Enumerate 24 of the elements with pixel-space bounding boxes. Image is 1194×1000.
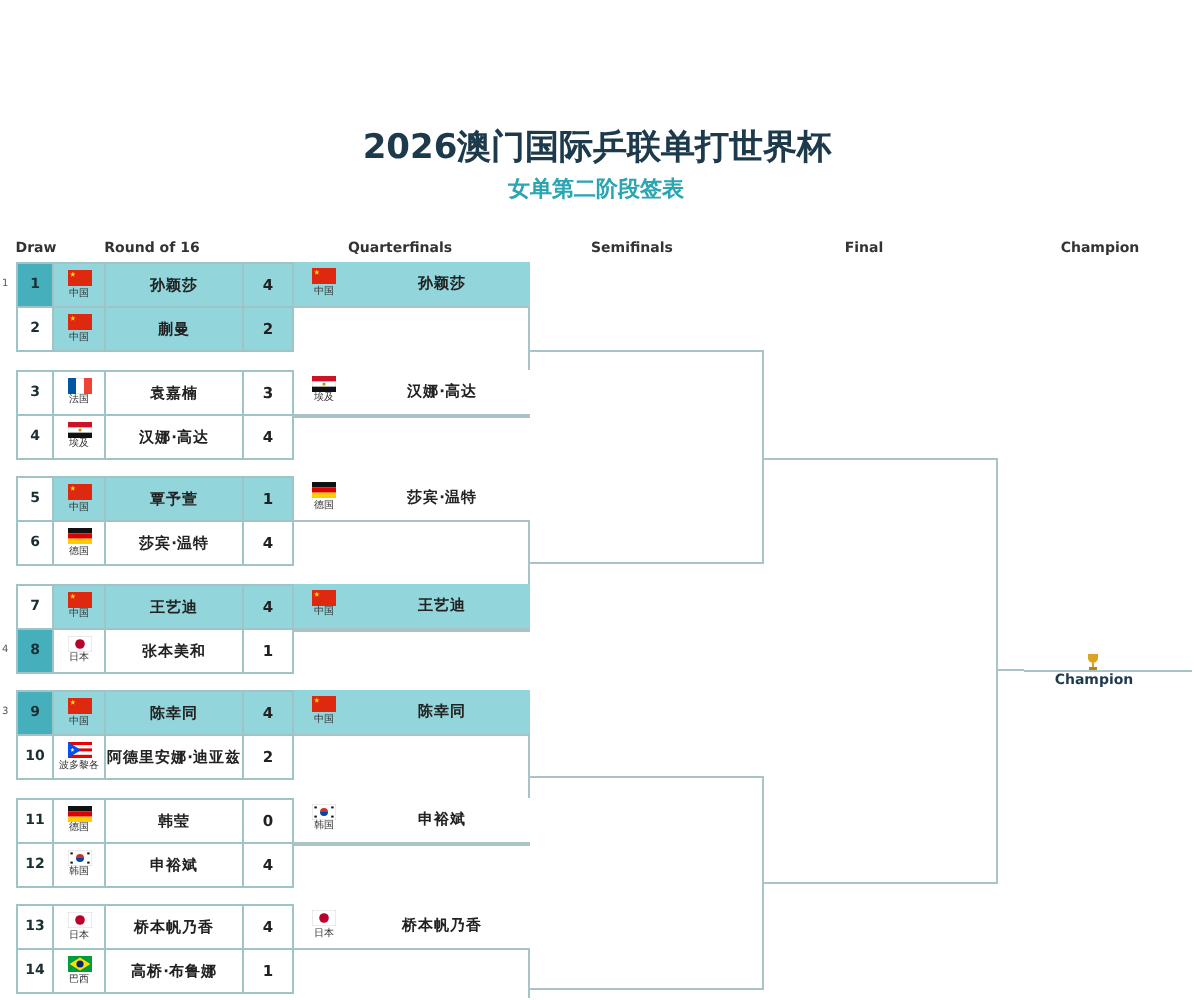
player-row <box>16 690 294 736</box>
player-row <box>16 841 294 887</box>
quarterfinal-entry <box>294 262 530 308</box>
player-row <box>16 734 294 780</box>
player-row <box>16 948 294 994</box>
player-row <box>16 306 294 352</box>
player-row <box>16 476 294 522</box>
bracket-line <box>997 669 1025 671</box>
player-row <box>16 369 294 415</box>
player-row <box>16 520 294 566</box>
bracket-box <box>530 776 764 990</box>
player-row <box>16 262 294 308</box>
player-row <box>16 627 294 673</box>
quarterfinal-entry <box>294 690 530 736</box>
bracket-box <box>530 350 764 564</box>
player-row <box>16 583 294 629</box>
bracket-box <box>764 457 998 883</box>
quarterfinal-entry <box>294 583 530 629</box>
player-row <box>16 904 294 950</box>
player-row <box>16 797 294 843</box>
subtitle: 女单第二阶段签表 <box>508 176 684 202</box>
player-row <box>16 413 294 459</box>
title: 2026澳门国际乒联单打世界杯 <box>362 128 832 168</box>
bracket-box <box>294 476 530 631</box>
